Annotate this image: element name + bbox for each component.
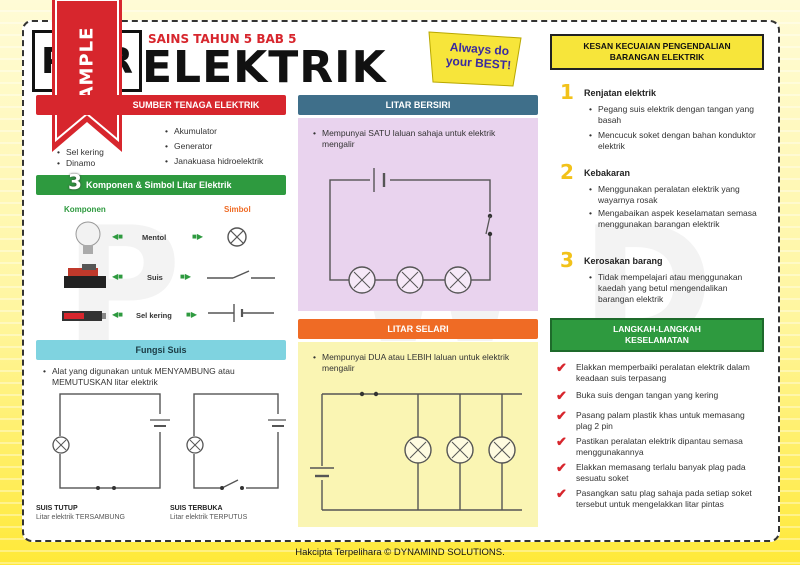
komponen-col-left: Komponen	[64, 205, 106, 214]
komponen-item: Suis	[147, 273, 163, 282]
sumber-item: Dinamo	[57, 158, 95, 169]
switch-icon	[64, 264, 106, 288]
arrow-icon: ■▶	[192, 232, 203, 241]
langkah-item: Pastikan peralatan elektrik dipantau sem…	[576, 436, 743, 457]
kesan-number: 3	[560, 248, 574, 272]
cell-symbol	[206, 302, 276, 329]
fungsi-suis-title: Fungsi Suis	[36, 340, 286, 360]
open-switch-circuit	[186, 386, 286, 501]
check-icon: ✔	[556, 360, 567, 375]
kesan-number: 1	[560, 80, 574, 104]
komponen-item: Sel kering	[136, 311, 172, 320]
check-icon: ✔	[556, 388, 567, 403]
kesan-section-title: Kebakaran	[584, 168, 631, 178]
langkah-item: Buka suis dengan tangan yang kering	[576, 390, 719, 400]
sample-ribbon: SAMPLE	[52, 0, 122, 152]
bulb-symbol-icon	[227, 227, 247, 247]
komponen-col-right: Simbol	[224, 205, 251, 214]
open-switch-desc: Litar elektrik TERPUTUS	[170, 514, 248, 521]
cell-symbol-icon	[208, 304, 274, 322]
open-circuit-icon	[186, 393, 286, 492]
bulb-symbol	[222, 226, 252, 253]
kesan-point: Menggunakan peralatan elektrik yang waya…	[589, 184, 758, 206]
motto-burst-icon	[428, 31, 522, 87]
parallel-circuit	[302, 384, 532, 523]
kesan-point: Pegang suis elektrik dengan tangan yang …	[589, 104, 758, 126]
battery-icon	[62, 311, 106, 321]
arrow-icon: ◀■	[112, 310, 123, 319]
footer-copyright: Hakcipta Terpelihara © DYNAMIND SOLUTION…	[295, 547, 505, 558]
arrow-icon: ■▶	[186, 310, 197, 319]
motto-badge: Always do your BEST!	[425, 28, 525, 90]
litar-selari-desc: Mempunyai DUA atau LEBIH laluan untuk el…	[313, 352, 522, 374]
arrow-icon: ◀■	[112, 272, 123, 281]
motto-text: Always do your BEST!	[445, 39, 512, 73]
bulb-icon	[75, 221, 101, 254]
series-circuit-icon	[329, 168, 500, 294]
litar-bersiri-desc: Mempunyai SATU laluan sahaja untuk elekt…	[313, 128, 522, 150]
header-subtitle: SAINS TAHUN 5 BAB 5	[148, 32, 297, 46]
langkah-item: Pasangkan satu plag sahaja pada setiap s…	[576, 488, 752, 509]
kesan-point: Mencucuk soket dengan bahan konduktor el…	[589, 130, 758, 152]
komponen-item: Mentol	[142, 233, 167, 242]
series-circuit	[318, 160, 508, 305]
langkah-item: Elakkan memasang terlalu banyak plag pad…	[576, 462, 746, 483]
check-icon: ✔	[556, 434, 567, 449]
open-switch-label: SUIS TERBUKA	[170, 505, 223, 512]
kesan-point: Mengabaikan aspek keselamatan semasa men…	[589, 208, 758, 230]
kesan-section-title: Kerosakan barang	[584, 256, 663, 266]
kesan-number: 2	[560, 160, 574, 184]
langkah-item: Elakkan memperbaiki peralatan elektrik d…	[576, 362, 750, 383]
kesan-section-title: Renjatan elektrik	[584, 88, 657, 98]
fungsi-suis-desc: Alat yang digunakan untuk MENYAMBUNG ata…	[43, 366, 272, 388]
switch-symbol-icon	[207, 270, 275, 279]
sumber-title: SUMBER TENAGA ELEKTRIK	[36, 95, 286, 115]
litar-selari-title: LITAR SELARI	[298, 319, 538, 339]
sumber-item: Sel kering	[57, 147, 104, 158]
sumber-item: Janakuasa hidroelektrik	[165, 156, 263, 167]
litar-bersiri-title: LITAR BERSIRI	[298, 95, 538, 115]
switch-symbol	[205, 268, 277, 289]
cell-image	[60, 308, 108, 329]
arrow-icon: ■▶	[180, 272, 191, 281]
check-icon: ✔	[556, 408, 567, 423]
parallel-circuit-icon	[310, 391, 522, 511]
check-icon: ✔	[556, 486, 567, 501]
langkah-item: Pasang palam plastik khas untuk memasang…	[576, 410, 745, 431]
kesan-title: KESAN KECUAIAN PENGENDALIAN BARANGAN ELE…	[550, 34, 764, 70]
check-icon: ✔	[556, 460, 567, 475]
bulb-image	[68, 218, 108, 263]
closed-switch-label: SUIS TUTUP	[36, 505, 78, 512]
closed-switch-circuit	[52, 386, 172, 501]
page-title: ELEKTRIK	[142, 42, 387, 93]
closed-switch-desc: Litar elektrik TERSAMBUNG	[36, 514, 125, 521]
sumber-item: Generator	[165, 141, 212, 152]
komponen-title-text: Komponen & Simbol Litar Elektrik	[86, 180, 232, 190]
kesan-point: Tidak mempelajari atau menggunakan kaeda…	[589, 272, 758, 305]
closed-circuit-icon	[52, 393, 170, 490]
sumber-item: Akumulator	[165, 126, 217, 137]
langkah-title: LANGKAH-LANGKAH KESELAMATAN	[550, 318, 764, 352]
switch-image	[62, 262, 108, 297]
arrow-icon: ◀■	[112, 232, 123, 241]
komponen-number: 3	[68, 170, 82, 194]
komponen-title: Komponen & Simbol Litar Elektrik	[36, 175, 286, 195]
